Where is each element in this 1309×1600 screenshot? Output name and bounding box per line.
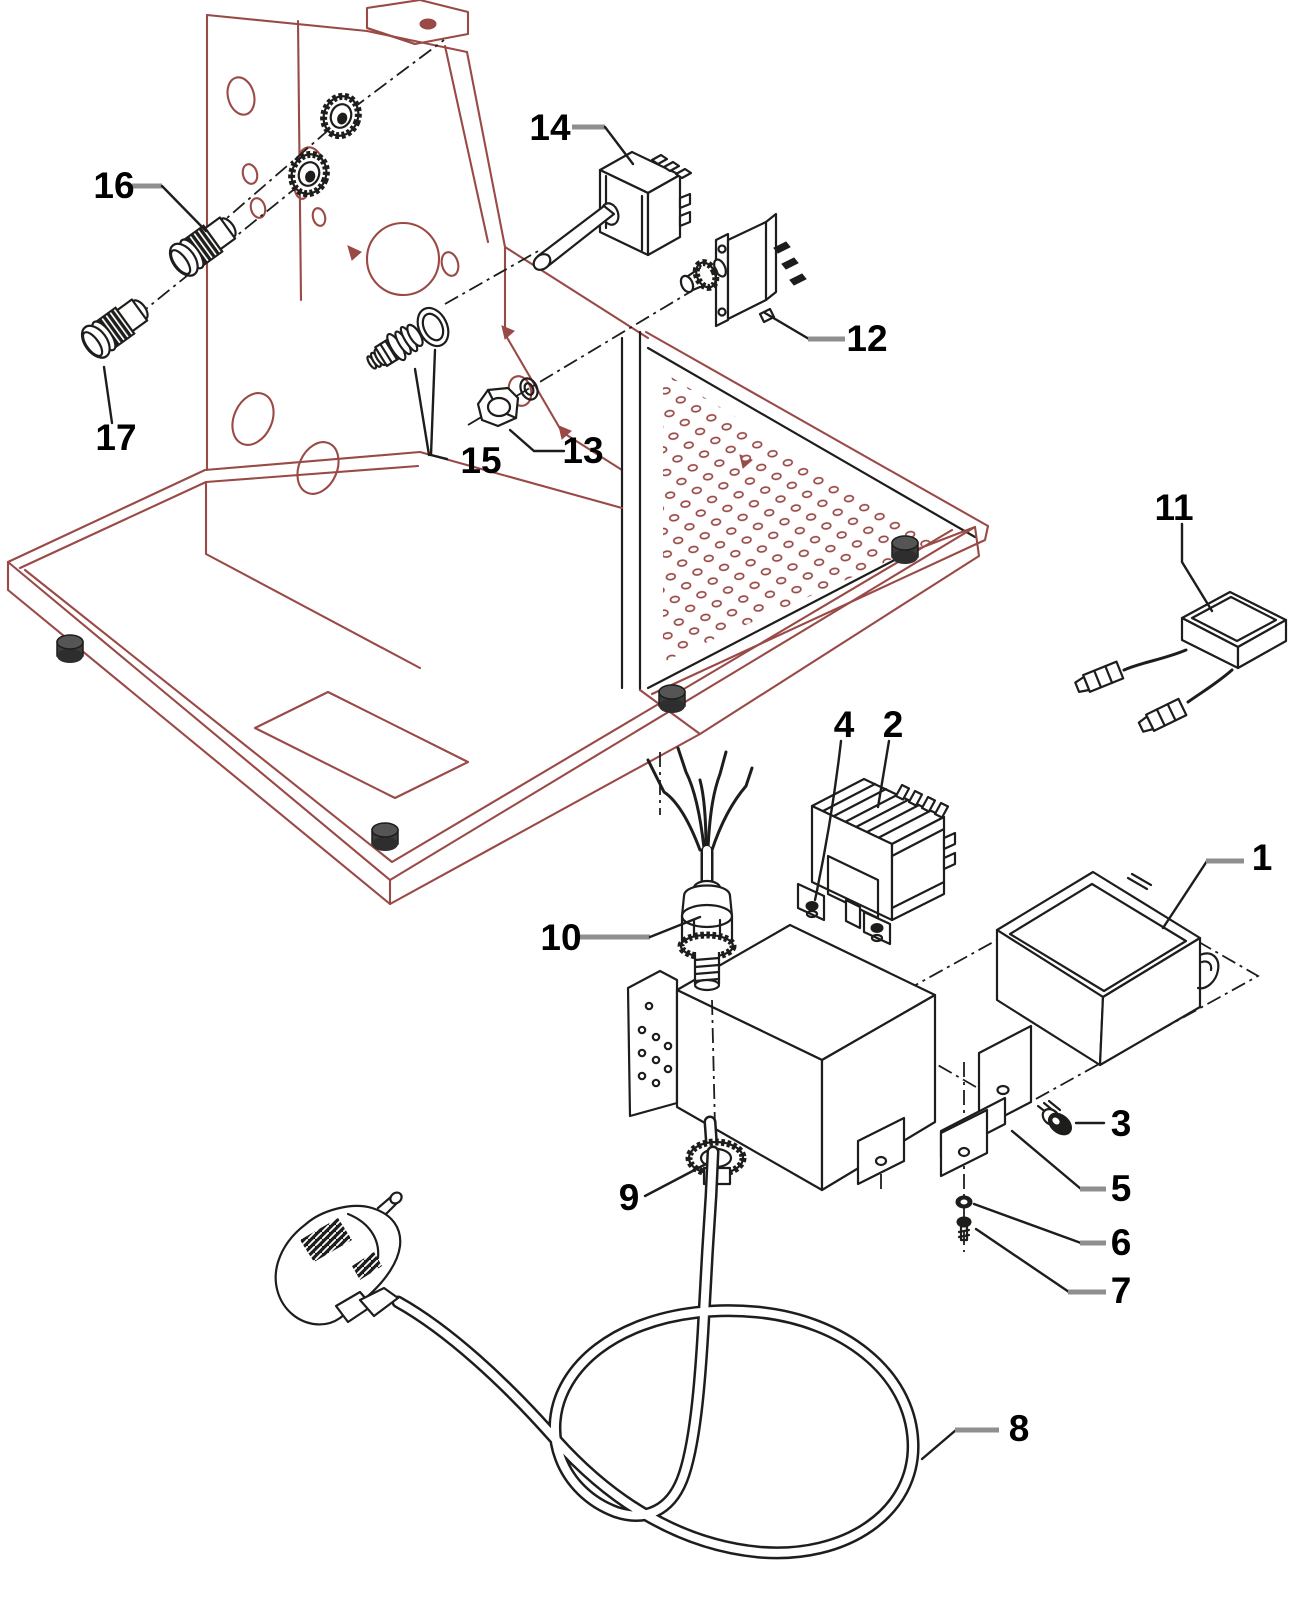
chassis-top-tab (365, 0, 470, 46)
part-label-11: 11 (1154, 487, 1193, 528)
part-label-9: 9 (619, 1177, 640, 1218)
gasket-ring-15 (416, 306, 450, 348)
part-label-8: 8 (1009, 1408, 1030, 1449)
power-cord-8 (274, 1115, 920, 1560)
rubber-foot (891, 535, 919, 565)
part-labels: 1 2 3 4 5 6 7 8 9 10 11 12 13 14 15 16 1… (93, 107, 1272, 1449)
part-label-17: 17 (95, 417, 136, 458)
part-label-1: 1 (1252, 837, 1273, 878)
fitting-15 (366, 323, 424, 370)
leader-lines (102, 124, 1244, 1461)
part-label-5: 5 (1111, 1168, 1132, 1209)
part-label-7: 7 (1111, 1270, 1132, 1311)
part-label-3: 3 (1111, 1103, 1132, 1144)
o-ring-13 (519, 377, 539, 401)
part-label-14: 14 (529, 107, 571, 148)
part-label-16: 16 (93, 165, 134, 206)
part-label-6: 6 (1111, 1222, 1132, 1263)
filter-11 (1074, 590, 1288, 733)
indicator-lamp-16 (163, 208, 245, 282)
part-label-4: 4 (834, 704, 855, 745)
part-label-12: 12 (846, 318, 887, 359)
indicator-lamp-17 (75, 290, 157, 364)
control-box (626, 923, 937, 1192)
rubber-foot (56, 634, 84, 664)
phantom-plate-outline (854, 882, 1260, 1112)
part-label-2: 2 (883, 704, 904, 745)
perforation-grid (663, 372, 935, 662)
rubber-foot (658, 684, 686, 714)
relay-box-1 (995, 870, 1220, 1067)
transformer-2 (796, 777, 957, 946)
washer-6 (955, 1195, 973, 1209)
schuko-plug (274, 1191, 403, 1326)
bracket-5 (856, 1024, 1033, 1186)
cable-gland-10 (646, 746, 754, 992)
perforated-divider (620, 330, 990, 696)
toggle-switch-14 (532, 150, 693, 271)
screw-3 (1036, 1099, 1073, 1136)
part-label-13: 13 (562, 430, 603, 471)
part-label-15: 15 (460, 440, 501, 481)
switch-12 (679, 212, 807, 328)
screw-7 (956, 1216, 972, 1242)
hex-nut-13 (476, 386, 520, 428)
rubber-foot (371, 822, 399, 852)
part-label-10: 10 (540, 917, 581, 958)
